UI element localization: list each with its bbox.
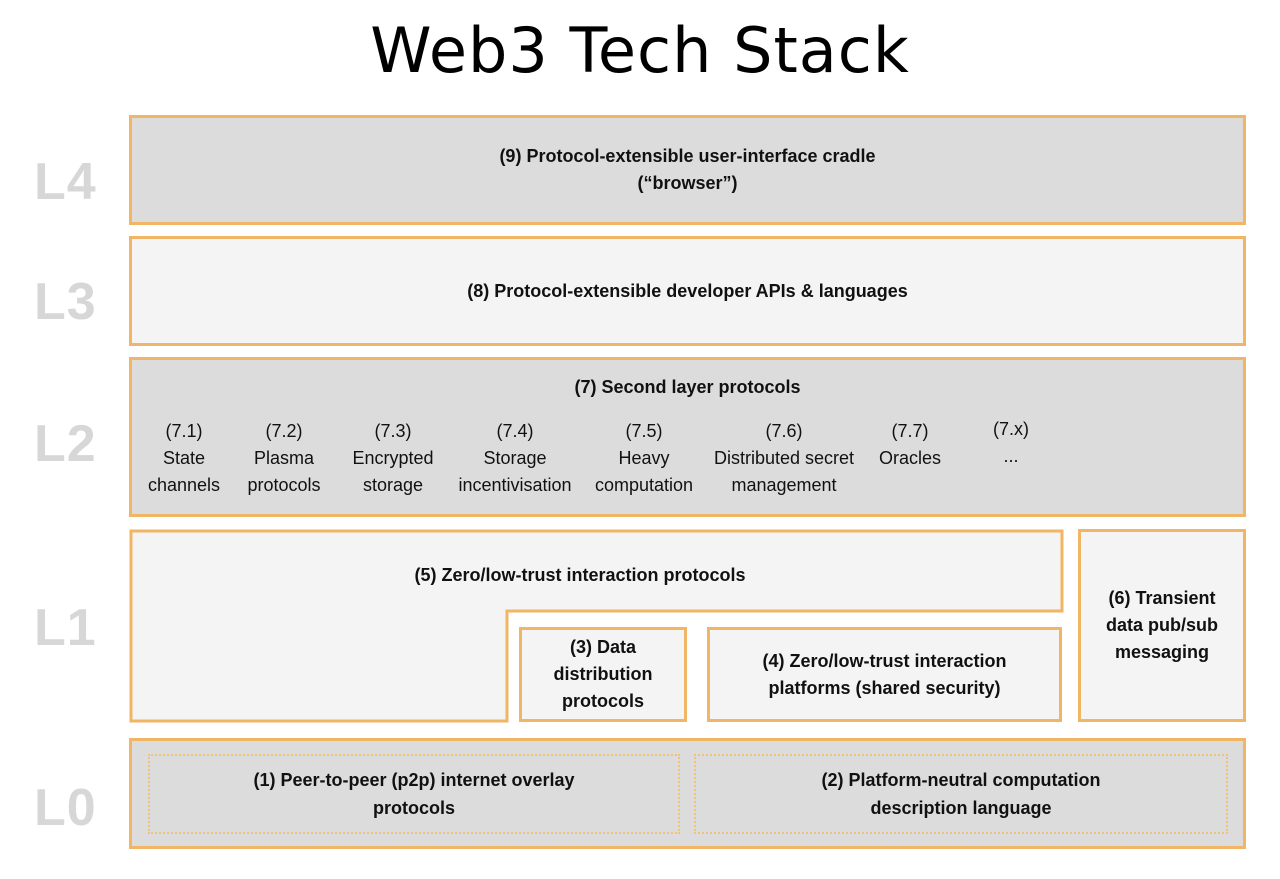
l2-item-oracles: (7.7) Oracles bbox=[878, 421, 941, 468]
level-label-l4: L4 bbox=[34, 153, 97, 211]
level-label-l0: L0 bbox=[34, 779, 97, 837]
l4-line2: (“browser”) bbox=[637, 173, 738, 193]
l1-zero-trust-protocols-label: (5) Zero/low-trust interaction protocols bbox=[414, 565, 746, 585]
l2-item-heavy-computation: (7.5) Heavy computation bbox=[594, 421, 694, 495]
l4-browser-box: (9) Protocol-extensible user-interface c… bbox=[129, 115, 1246, 225]
l2-item-more: (7.x) ... bbox=[993, 419, 1029, 466]
l0-computation-language-box: (2) Platform-neutral computation descrip… bbox=[694, 754, 1228, 834]
l2-item-plasma-protocols: (7.2) Plasma protocols bbox=[247, 421, 321, 495]
level-label-l3: L3 bbox=[34, 273, 97, 331]
l2-item-state-channels: (7.1) State channels bbox=[147, 421, 221, 495]
l2-second-layer-box: (7) Second layer protocols bbox=[129, 357, 1246, 517]
l2-item-distributed-secret-management: (7.6) Distributed secret management bbox=[713, 421, 855, 495]
l1-platforms-box: (4) Zero/low-trust interaction platforms… bbox=[707, 627, 1062, 722]
page-title: Web3 Tech Stack bbox=[370, 14, 910, 87]
l3-label: (8) Protocol-extensible developer APIs &… bbox=[467, 280, 908, 301]
level-label-l1: L1 bbox=[34, 599, 97, 657]
l2-item-storage-incentivisation: (7.4) Storage incentivisation bbox=[458, 421, 572, 495]
level-label-l2: L2 bbox=[34, 415, 97, 473]
l2-heading: (7) Second layer protocols bbox=[574, 377, 801, 397]
l1-transient-messaging-box: (6) Transient data pub/sub messaging bbox=[1078, 529, 1246, 722]
l4-line1: (9) Protocol-extensible user-interface c… bbox=[499, 146, 876, 166]
l0-base-box bbox=[129, 738, 1246, 849]
l2-item-encrypted-storage: (7.3) Encrypted storage bbox=[352, 421, 434, 495]
l3-developer-apis-box: (8) Protocol-extensible developer APIs &… bbox=[129, 236, 1246, 346]
l1-data-distribution-box: (3) Data distribution protocols bbox=[519, 627, 687, 722]
l0-p2p-overlay-box: (1) Peer-to-peer (p2p) internet overlay … bbox=[148, 754, 680, 834]
